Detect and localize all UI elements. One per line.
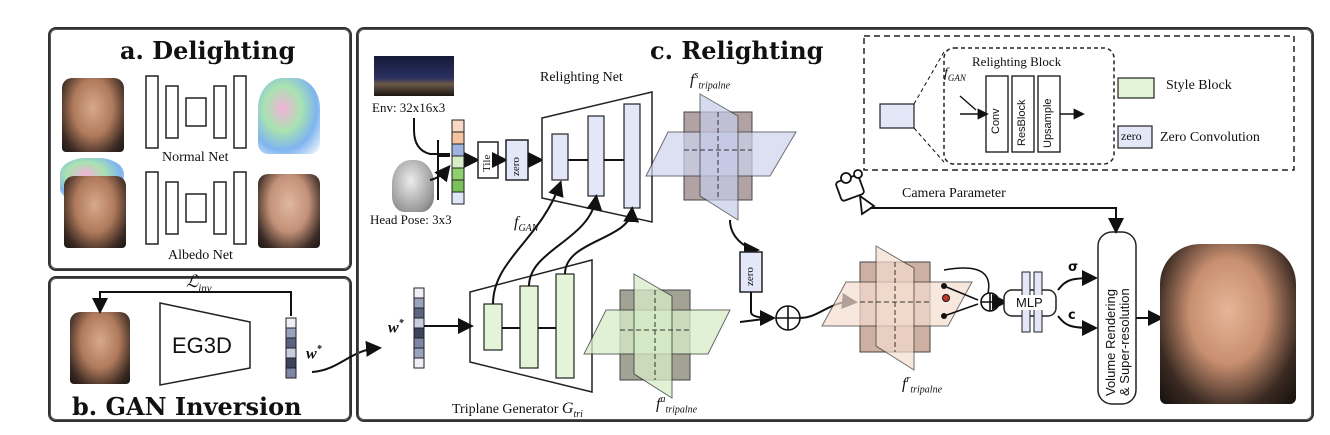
env-to-vector-arrow (413, 118, 450, 155)
relighting-block-title: Relighting Block (972, 54, 1062, 69)
w-star-vector (413, 287, 425, 369)
relight-block-2 (587, 115, 605, 197)
gan-inversion-title: b. GAN Inversion (72, 392, 302, 421)
legend-f-gan-label: fGAN (944, 66, 966, 83)
relight-to-sum-arrow (729, 219, 760, 258)
legend-style-block-swatch (1117, 77, 1155, 99)
albedo-net-label: Albedo Net (168, 248, 233, 263)
style-block-2 (519, 285, 539, 369)
eg3d-trapezoid (159, 302, 251, 386)
delighting-panel (48, 27, 352, 271)
input-face-image-bottom (64, 176, 126, 248)
style-block-1 (483, 303, 503, 351)
delighting-title: a. Delighting (120, 36, 296, 65)
legend-relight-block-sample (879, 103, 915, 129)
legend-zero-conv-swatch (1117, 125, 1153, 149)
style-block-3 (555, 273, 575, 379)
head-pose-label: Head Pose: 3x3 (370, 212, 452, 227)
w-star-to-generator-arrow (311, 340, 382, 373)
input-face-image-top (62, 78, 124, 152)
head-pose-image (392, 160, 434, 212)
zero-label-output: zero (744, 267, 756, 286)
normal-net-diagram (145, 75, 247, 149)
shading-triplane (645, 93, 797, 221)
normal-map-output-image (258, 78, 320, 154)
albedo-net-diagram (145, 171, 247, 245)
env-label: Env: 32x16x3 (372, 100, 446, 115)
albedo-output-image (258, 174, 320, 248)
f-gan-arrow-1 (492, 180, 564, 305)
resblock-label: ResBlock (1016, 99, 1028, 146)
inversion-input-face-image (70, 312, 130, 384)
conv-label: Conv (990, 108, 1002, 134)
camera-parameter-label: Camera Parameter (902, 186, 1006, 201)
relighting-title: c. Relighting (650, 36, 824, 65)
relighting-panel (356, 27, 1314, 422)
environment-map-image (374, 56, 454, 96)
c-label: c (1068, 308, 1076, 323)
triplane-generator-label: Triplane Generator Gtri (452, 400, 583, 420)
f-gan-arrow-2 (528, 194, 603, 287)
camera-arrow (870, 207, 1124, 234)
f-gan-arrow-3 (564, 206, 640, 275)
relighting-block-box (943, 47, 1115, 165)
camera-icon (835, 169, 876, 216)
lighting-condition-vector (451, 119, 465, 205)
legend-box (863, 35, 1295, 171)
albedo-triplane (583, 273, 731, 399)
zero-convolution-legend-label: Zero Convolution (1160, 130, 1260, 145)
sigma-label: σ (1068, 260, 1079, 275)
f-s-tripalne-label: fstripalne (690, 70, 731, 92)
w-star-generator-label: w* (388, 318, 404, 337)
w-star-label: w* (306, 344, 322, 363)
relit-output-face-image (1160, 244, 1296, 404)
eg3d-label: EG3D (172, 333, 232, 358)
relight-block-1 (551, 133, 569, 181)
volume-rendering-label: Volume Rendering & Super-resolution (1103, 288, 1132, 396)
pose-to-vector-arrow (429, 164, 451, 183)
relight-block-3 (623, 103, 641, 209)
f-r-tripalne-label: frtripalne (902, 374, 943, 396)
tile-label: Tile (481, 154, 493, 172)
f-a-tripalne-label: fatripalne (656, 394, 698, 416)
inversion-loss-label: ℒinv (186, 272, 212, 295)
relighting-net-label: Relighting Net (540, 70, 623, 85)
zero-label-input: zero (510, 157, 522, 176)
zero-swatch-label: zero (1121, 129, 1142, 143)
upsample-label: Upsample (1042, 98, 1054, 148)
gan-inversion-panel (48, 276, 352, 422)
mlp-label: MLP (1014, 295, 1045, 310)
latent-vector-w (285, 317, 297, 379)
resblock-block (1011, 75, 1035, 153)
f-gan-label: fGAN (514, 214, 539, 235)
normal-net-label: Normal Net (162, 150, 229, 165)
relit-triplane (821, 245, 973, 371)
inversion-loss-arrow (92, 291, 292, 316)
style-block-legend-label: Style Block (1166, 78, 1232, 93)
